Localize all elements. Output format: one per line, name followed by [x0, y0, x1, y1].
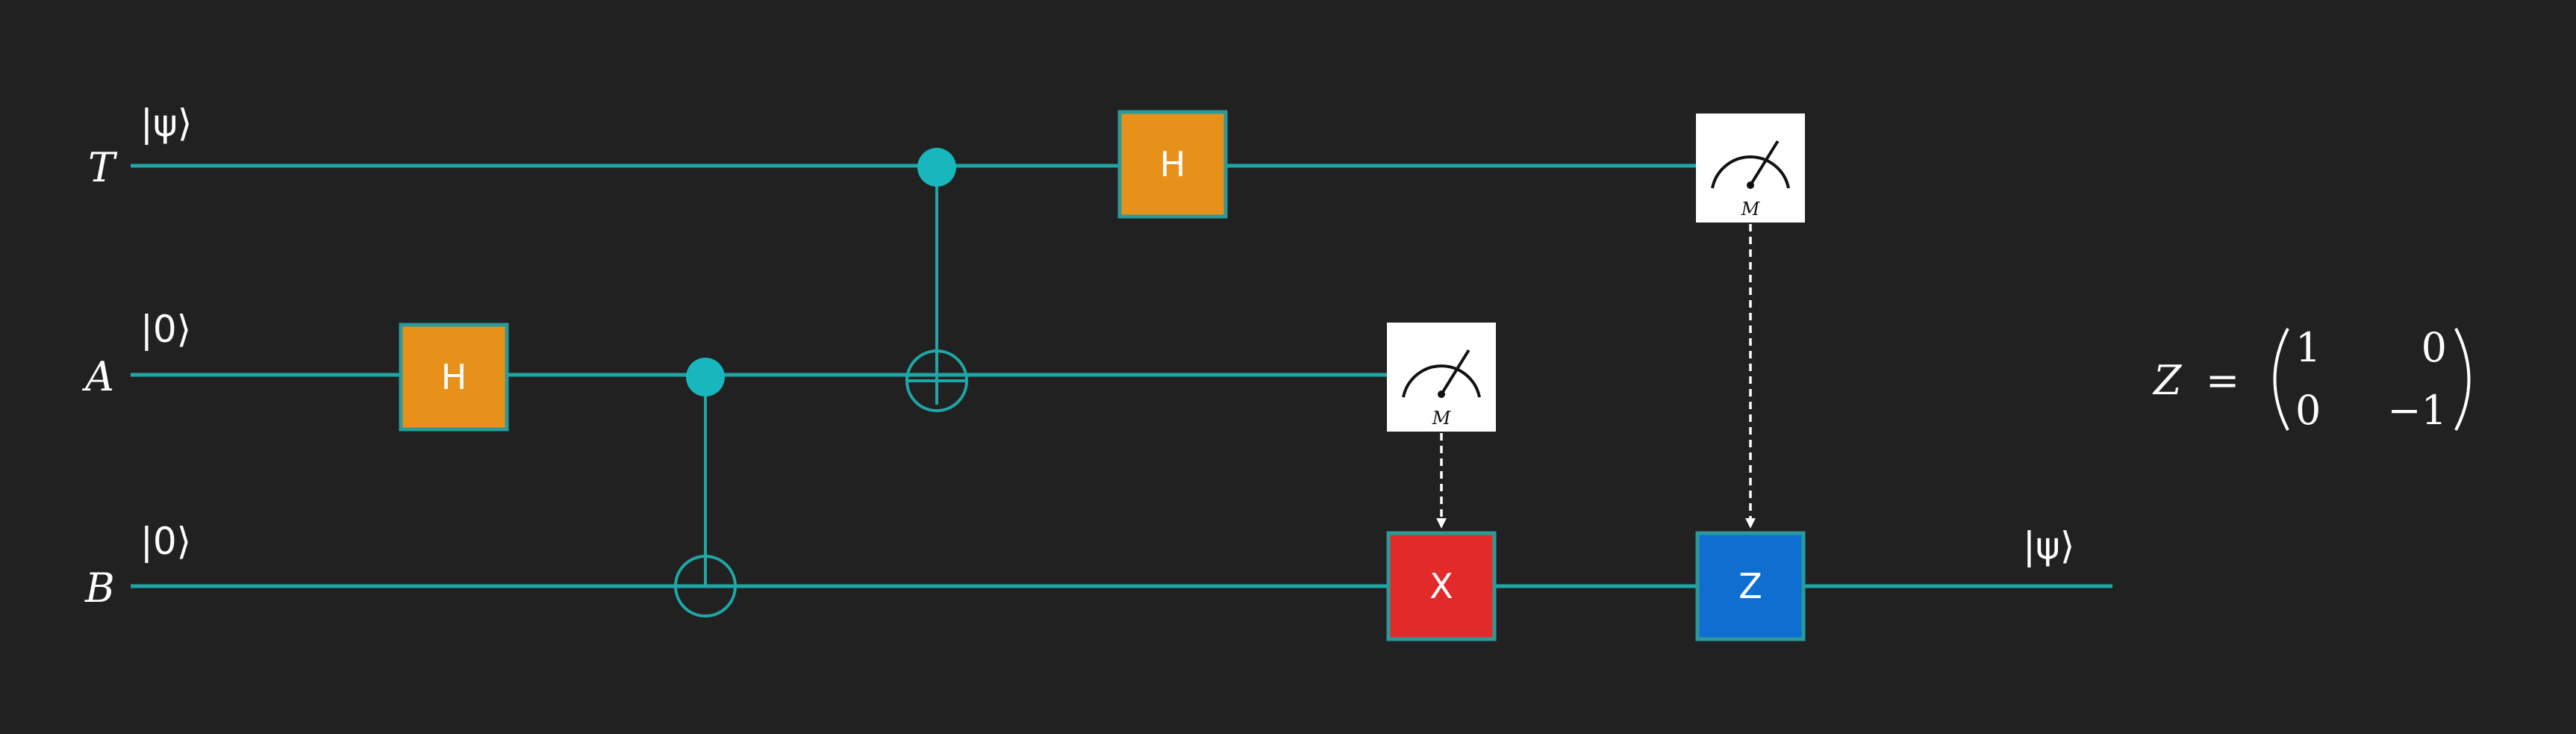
formula-equals: = — [2206, 357, 2239, 404]
meter-t-pivot — [1747, 181, 1754, 189]
formula-lhs: Z — [2152, 357, 2183, 404]
cnot-a-to-b — [674, 358, 737, 618]
hadamard-gate-a-label: H — [441, 357, 467, 397]
wire-label-b: B — [84, 565, 115, 612]
hadamard-gate-a: H — [399, 323, 509, 432]
pauli-z-gate-label: Z — [1738, 566, 1762, 606]
state-in-b: |0⟩ — [140, 520, 191, 563]
meter-a-box — [1387, 323, 1496, 432]
meter-a-pivot — [1438, 391, 1445, 398]
measurement-a: M — [1387, 323, 1496, 432]
control-dot-t — [917, 148, 956, 187]
pauli-x-gate: X — [1386, 531, 1497, 641]
hadamard-gate-t: H — [1117, 110, 1228, 219]
meter-t-box — [1696, 113, 1805, 223]
formula-m22: −1 — [2387, 387, 2447, 434]
meter-t-arc — [1711, 155, 1790, 189]
meter-a-label: M — [1432, 408, 1452, 429]
meter-t-label: M — [1741, 199, 1761, 220]
formula-m12: 0 — [2421, 324, 2447, 371]
wire-label-a: A — [81, 353, 114, 400]
hadamard-gate-a-box — [399, 323, 509, 432]
state-in-t: |ψ⟩ — [140, 102, 192, 145]
wire-label-t: T — [88, 144, 118, 191]
meter-a-needle-tip — [1465, 336, 1478, 354]
formula-m11: 1 — [2295, 324, 2321, 371]
state-out-b: |ψ⟩ — [2023, 524, 2074, 567]
control-dot-a — [686, 358, 725, 396]
meter-a-arc — [1402, 364, 1481, 398]
pauli-z-gate: Z — [1695, 531, 1806, 641]
formula-right-paren — [2454, 328, 2471, 431]
meter-t-needle-tip — [1774, 127, 1787, 145]
hadamard-gate-t-box — [1117, 110, 1228, 219]
formula-m21: 0 — [2295, 387, 2321, 434]
meter-t-needle — [1749, 134, 1783, 187]
cnot-t-to-a — [905, 148, 968, 412]
pauli-z-gate-box — [1695, 531, 1806, 641]
pauli-x-gate-label: X — [1429, 566, 1453, 606]
pauli-x-gate-box — [1386, 531, 1497, 641]
hadamard-gate-t-label: H — [1160, 144, 1186, 184]
pauli-z-formula: Z = 1 0 0 −1 — [2152, 324, 2471, 434]
meter-a-needle — [1440, 343, 1473, 396]
state-in-a: |0⟩ — [140, 308, 191, 351]
measurement-t: M — [1696, 113, 1805, 223]
formula-left-paren — [2273, 328, 2289, 431]
